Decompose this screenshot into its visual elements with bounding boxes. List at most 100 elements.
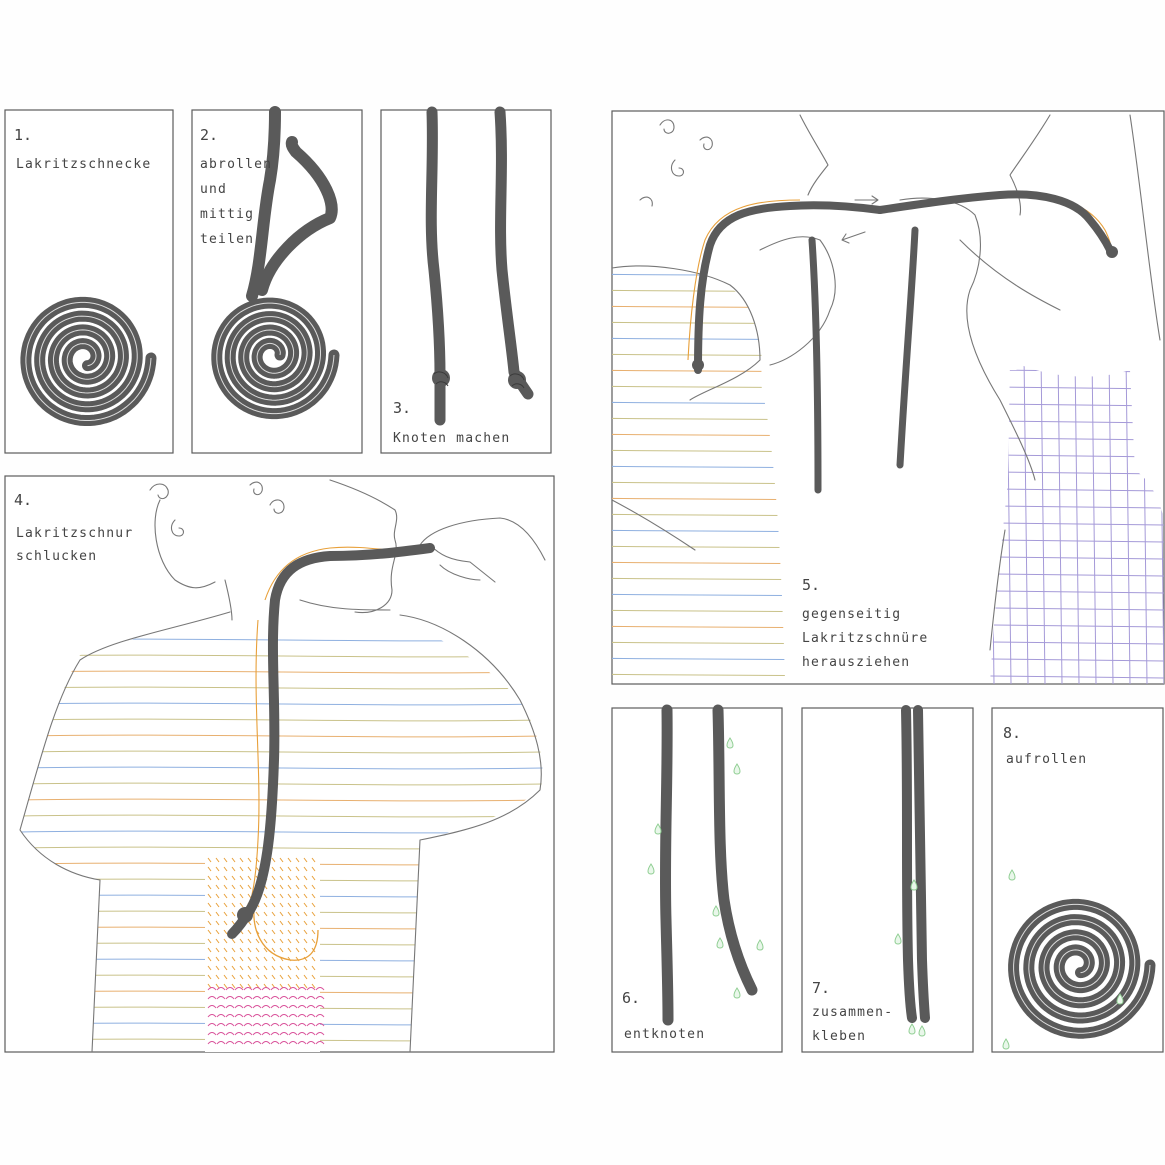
stomach-hatch	[271, 929, 276, 935]
stomach-arc	[288, 996, 298, 1000]
stomach-arc	[279, 1023, 289, 1027]
liquid-drops	[894, 879, 926, 1037]
stomach-hatch	[231, 857, 236, 863]
shirt-stripe	[612, 529, 785, 533]
shirt-stripe	[612, 497, 785, 501]
licorice-spiral	[211, 297, 340, 420]
drop-icon	[716, 937, 724, 949]
stomach-hatch	[247, 875, 252, 881]
stomach-hatch	[311, 857, 316, 863]
panel-8-number: 8.	[1003, 724, 1021, 742]
stomach-outline	[253, 899, 319, 961]
head-outline	[154, 479, 398, 614]
stomach-hatch	[247, 929, 252, 935]
stomach-hatch	[287, 947, 292, 953]
stomach-hatch	[263, 974, 268, 980]
stomach-hatch	[295, 920, 300, 926]
drop-icon	[918, 1025, 926, 1037]
stomach-hatch	[271, 911, 276, 917]
stomach-hatch	[239, 938, 244, 944]
stomach-arc	[306, 1005, 316, 1009]
shirt-stripe	[612, 609, 785, 613]
stomach-arc	[243, 1041, 253, 1045]
shirt-stripe	[20, 686, 543, 690]
stomach-hatch	[207, 902, 212, 908]
shirt-stripe	[612, 385, 785, 389]
stomach-arc	[297, 1032, 307, 1036]
licorice-strand-joined-2	[913, 705, 930, 1023]
stomach-arc	[279, 1032, 289, 1036]
stomach-hatch	[287, 920, 292, 926]
stomach-arc	[225, 996, 235, 1000]
stomach-hatch	[239, 875, 244, 881]
licorice-spiral	[1008, 898, 1156, 1039]
shirt-check-line	[1023, 360, 1029, 684]
panel-3-caption: Knoten machen	[393, 431, 510, 446]
stomach-hatch	[239, 983, 244, 989]
stomach-hatch	[223, 974, 228, 980]
stomach-arc	[288, 1014, 298, 1018]
stomach-hatch	[311, 938, 316, 944]
panel-8-caption: aufrollen	[1006, 752, 1087, 767]
stomach-arc	[234, 996, 244, 1000]
stomach-hatch	[271, 956, 276, 962]
stomach-hatch	[303, 983, 308, 989]
stomach-hatch	[279, 866, 284, 872]
stomach-hatch	[223, 884, 228, 890]
stomach-hatch	[303, 965, 308, 971]
stomach-hatch	[239, 893, 244, 899]
stomach-hatch	[247, 965, 252, 971]
stomach-hatch	[215, 965, 220, 971]
shirt-stripe	[20, 670, 543, 674]
panel-5-caption-line-2: Lakritzschnüre	[802, 631, 928, 646]
stomach-hatch	[287, 911, 292, 917]
stomach-hatch	[215, 875, 220, 881]
stomach-hatch	[287, 875, 292, 881]
stomach-hatch	[295, 866, 300, 872]
stomach-hatch	[311, 920, 316, 926]
stomach-hatch	[287, 902, 292, 908]
stomach-hatch	[223, 965, 228, 971]
stomach-hatch	[287, 965, 292, 971]
stomach-arc	[270, 1041, 280, 1045]
shirt-stripe	[20, 798, 543, 802]
shirt-check-line	[1074, 360, 1080, 684]
stomach-hatch	[215, 938, 220, 944]
stomach-hatch	[271, 947, 276, 953]
stomach-arc	[207, 1032, 217, 1036]
stomach-hatch	[303, 938, 308, 944]
stomach-hatch	[231, 893, 236, 899]
panel-6: 6. entknoten	[611, 704, 783, 1053]
panel-2: 2. abrollen und mittig teilen	[191, 106, 363, 454]
stomach-hatch	[231, 875, 236, 881]
drop-icon	[726, 737, 734, 749]
shirt-stripe	[612, 433, 785, 437]
stomach-hatch	[263, 938, 268, 944]
stomach-hatch	[255, 965, 260, 971]
panel-5-number: 5.	[802, 576, 820, 594]
shirt-check-line	[990, 505, 1164, 509]
stomach-arc	[216, 996, 226, 1000]
panel-8: 8. aufrollen	[991, 707, 1164, 1053]
stomach-hatch	[287, 929, 292, 935]
drop-icon	[733, 763, 741, 775]
stomach-hatch	[295, 893, 300, 899]
stomach-hatch	[239, 947, 244, 953]
stomach-hatch	[239, 965, 244, 971]
shirt-stripe	[612, 465, 785, 469]
licorice-strand	[246, 106, 281, 302]
stomach-arc	[270, 1023, 280, 1027]
drop-icon	[756, 939, 764, 951]
stomach-hatch	[295, 983, 300, 989]
shirt-check-line	[1108, 360, 1114, 684]
shirt-stripe	[612, 577, 785, 581]
stomach-arc	[252, 1014, 262, 1018]
stomach-arc	[297, 1005, 307, 1009]
drop-icon	[910, 879, 918, 891]
licorice-strand-joined-1	[901, 705, 917, 1023]
stomach-arc	[225, 1005, 235, 1009]
stomach-hatch	[279, 857, 284, 863]
stomach-arc	[207, 996, 217, 1000]
stomach-hatch	[295, 902, 300, 908]
panel-2-caption-line-4: teilen	[200, 232, 254, 247]
